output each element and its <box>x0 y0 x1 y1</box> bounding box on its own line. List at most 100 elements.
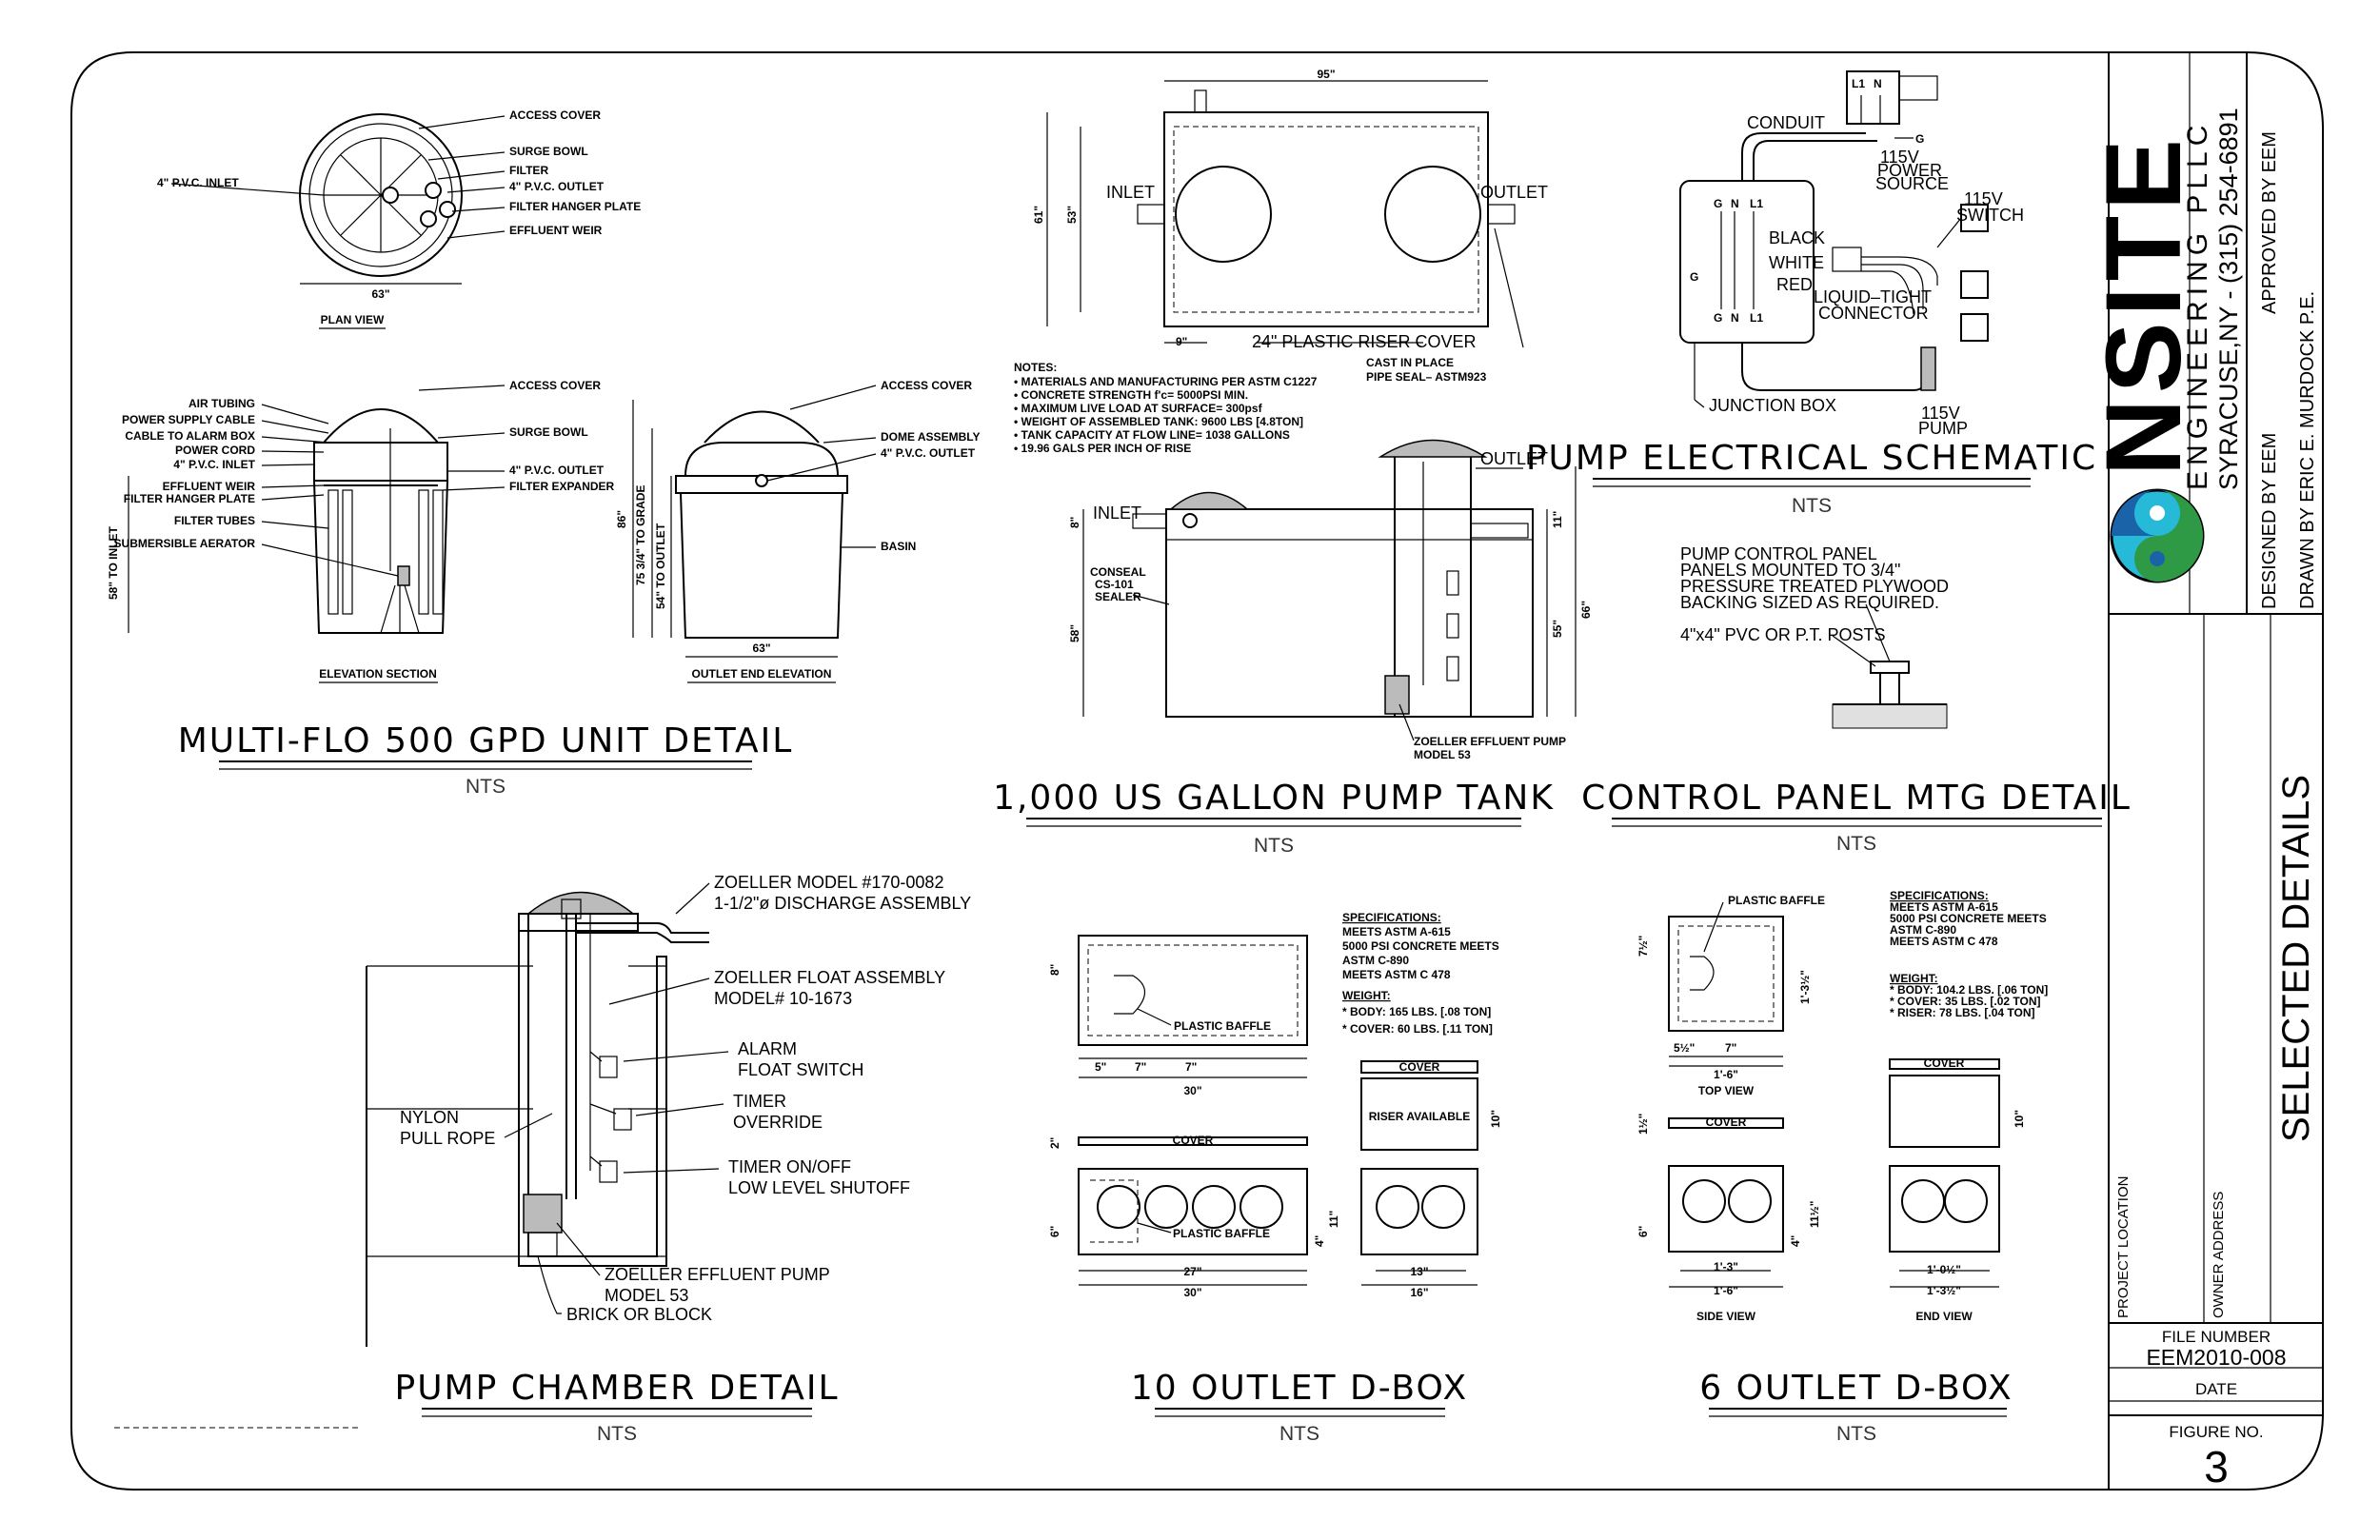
elev-aerator: SUBMERSIBLE AERATOR <box>114 537 256 550</box>
d6-dim-10h: 1'-0½" <box>1927 1263 1961 1276</box>
tank-dim-9: 9" <box>1176 335 1187 348</box>
tank-note: • WEIGHT OF ASSEMBLED TANK: 9600 LBS [4.… <box>1014 415 1303 428</box>
jb-l1-top: L1 <box>1750 197 1763 210</box>
d6-dim-1h: 1½" <box>1636 1114 1650 1135</box>
elec-source-1: 115V <box>1880 148 1919 167</box>
pc-discharge-1: ZOELLER MODEL #170-0082 <box>714 873 943 892</box>
d10-dim-4: 4" <box>1313 1235 1326 1247</box>
tank-dim-53: 53" <box>1065 206 1079 224</box>
tank-conseal-2: CS-101 <box>1095 578 1134 591</box>
figure-number: 3 <box>2204 1442 2229 1491</box>
plan-access-cover-label: ACCESS COVER <box>509 109 601 122</box>
pc-rope-1: NYLON <box>400 1108 459 1127</box>
elev-weir: EFFLUENT WEIR <box>163 480 256 493</box>
drawn-by: DRAWN BY ERIC E. MURDOCK P.E. <box>2297 291 2318 609</box>
d10-weight: * COVER: 60 LBS. [.11 TON] <box>1342 1022 1493 1036</box>
tank-dim-58: 58" <box>1068 624 1081 642</box>
tank-pump-1: ZOELLER EFFLUENT PUMP <box>1414 735 1566 748</box>
plan-weir-label: EFFLUENT WEIR <box>509 224 603 237</box>
jb-g-top: G <box>1714 197 1722 210</box>
d10-baffle-side: PLASTIC BAFFLE <box>1173 1227 1270 1240</box>
pump-tank-detail: 95" 61" 53" INLET OUTLET 9" 24" PLASTIC … <box>993 68 1593 857</box>
tank-conseal-1: CONSEAL <box>1090 565 1146 579</box>
d6-dim-13hb: 1'-3½" <box>1927 1284 1961 1297</box>
d10-spec: MEETS ASTM C 478 <box>1342 968 1451 981</box>
d10-dim-30b: 30" <box>1183 1286 1201 1299</box>
d6-cover-side: COVER <box>1706 1116 1747 1129</box>
pc-timer-2: OVERRIDE <box>733 1113 823 1132</box>
d10-dim-2: 2" <box>1048 1137 1061 1149</box>
cp-note-2: PANELS MOUNTED TO 3/4" <box>1680 561 1900 580</box>
d6-dim-11h: 11½" <box>1808 1201 1821 1228</box>
multiflo-detail: 4" P.V.C. INLET ACCESS COVER SURGE BOWL … <box>107 109 980 798</box>
d6-dim-6: 6" <box>1636 1226 1650 1237</box>
pump-tank-title: 1,000 US GALLON PUMP TANK <box>993 779 1555 818</box>
company-logo <box>2110 488 2205 583</box>
d6-spec: MEETS ASTM A-615 <box>1890 900 1998 914</box>
cp-note-4: BACKING SIZED AS REQUIRED. <box>1680 593 1939 612</box>
d10-baffle-top: PLASTIC BAFFLE <box>1174 1019 1271 1033</box>
elec-junction-box: JUNCTION BOX <box>1709 396 1836 415</box>
cp-note-3: PRESSURE TREATED PLYWOOD <box>1680 577 1949 596</box>
electrical-title: PUMP ELECTRICAL SCHEMATIC <box>1526 439 2097 478</box>
multiflo-scale: NTS <box>466 776 506 798</box>
tank-note: • TANK CAPACITY AT FLOW LINE= 1038 GALLO… <box>1014 428 1290 442</box>
dbox6-detail: PLASTIC BAFFLE 7½" 1'-3½" 5½" 7" 1'-6" T… <box>1636 889 2048 1445</box>
company-engineering: ENGINEERING PLLC <box>2182 120 2213 490</box>
d10-dim-8: 8" <box>1048 964 1061 976</box>
sheet-border <box>70 51 2324 1491</box>
dbox10-title: 10 OUTLET D-BOX <box>1131 1369 1468 1408</box>
plan-view-caption: PLAN VIEW <box>321 313 385 326</box>
file-number: EEM2010-008 <box>2146 1345 2286 1370</box>
dbox6-title: 6 OUTLET D-BOX <box>1699 1369 2013 1408</box>
d10-riser: RISER AVAILABLE <box>1369 1110 1470 1123</box>
elev-alarm-cable: CABLE TO ALARM BOX <box>125 429 255 443</box>
d6-weight: * RISER: 78 LBS. [.04 TON] <box>1890 1006 2034 1019</box>
d6-dim-13: 1'-3" <box>1714 1260 1738 1273</box>
power-n: N <box>1874 77 1882 90</box>
d6-dim-10: 10" <box>2013 1110 2026 1128</box>
elec-switch-1: 115V <box>1964 189 2003 208</box>
d6-dim-4: 4" <box>1789 1235 1802 1247</box>
date-label: DATE <box>2195 1380 2237 1398</box>
elev-power-cord: POWER CORD <box>175 444 255 457</box>
pc-rope-2: PULL ROPE <box>400 1129 495 1148</box>
tank-pump-2: MODEL 53 <box>1414 748 1471 761</box>
electrical-scale: NTS <box>1792 495 1832 517</box>
elec-pump-1: 115V <box>1921 404 1960 423</box>
control-panel-title: CONTROL PANEL MTG DETAIL <box>1581 779 2132 818</box>
d10-weight: * BODY: 165 LBS. [.08 TON] <box>1342 1005 1491 1018</box>
pc-float-2: MODEL# 10-1673 <box>714 989 852 1008</box>
end-dim-86: 86" <box>615 510 628 528</box>
elec-pump-2: PUMP <box>1918 419 1968 438</box>
cp-note-1: PUMP CONTROL PANEL <box>1680 544 1877 563</box>
d6-side-view: SIDE VIEW <box>1696 1310 1756 1323</box>
pc-brick: BRICK OR BLOCK <box>566 1305 712 1324</box>
elec-connector-2: CONNECTOR <box>1818 304 1929 323</box>
d6-dim-5h: 5½" <box>1674 1041 1695 1055</box>
pc-pump-1: ZOELLER EFFLUENT PUMP <box>605 1265 830 1284</box>
plan-surge-bowl-label: SURGE BOWL <box>509 145 588 158</box>
designed-by: DESIGNED BY EEM <box>2259 433 2280 609</box>
tank-note: • MATERIALS AND MANUFACTURING PER ASTM C… <box>1014 375 1318 388</box>
d10-dim-13: 13" <box>1410 1265 1428 1278</box>
wire-black: BLACK <box>1769 228 1825 247</box>
jb-n-bot: N <box>1731 311 1739 325</box>
tank-dim-55: 55" <box>1551 620 1564 638</box>
d10-dim-30: 30" <box>1183 1084 1201 1097</box>
end-outlet: 4" P.V.C. OUTLET <box>881 446 976 460</box>
tank-dim-8: 8" <box>1068 517 1081 528</box>
d10-dim-5: 5" <box>1095 1060 1106 1074</box>
file-number-label: FILE NUMBER <box>2162 1328 2271 1346</box>
d10-dim-16: 16" <box>1410 1286 1428 1299</box>
d6-dim-7h: 7½" <box>1636 936 1650 957</box>
electrical-schematic: L1 N G CONDUIT 115V POWER SOURCE G N L1 … <box>1526 70 2097 517</box>
plan-hanger-label: FILTER HANGER PLATE <box>509 200 641 213</box>
tank-note: • MAXIMUM LIVE LOAD AT SURFACE= 300psf <box>1014 402 1263 415</box>
figure-label: FIGURE NO. <box>2169 1423 2263 1441</box>
pc-discharge-2: 1-1/2"ø DISCHARGE ASSEMBLY <box>714 894 971 913</box>
approved-by: APPROVED BY EEM <box>2259 131 2280 314</box>
elevation-section-caption: ELEVATION SECTION <box>319 667 437 681</box>
tank-plan-inlet: INLET <box>1106 183 1155 202</box>
